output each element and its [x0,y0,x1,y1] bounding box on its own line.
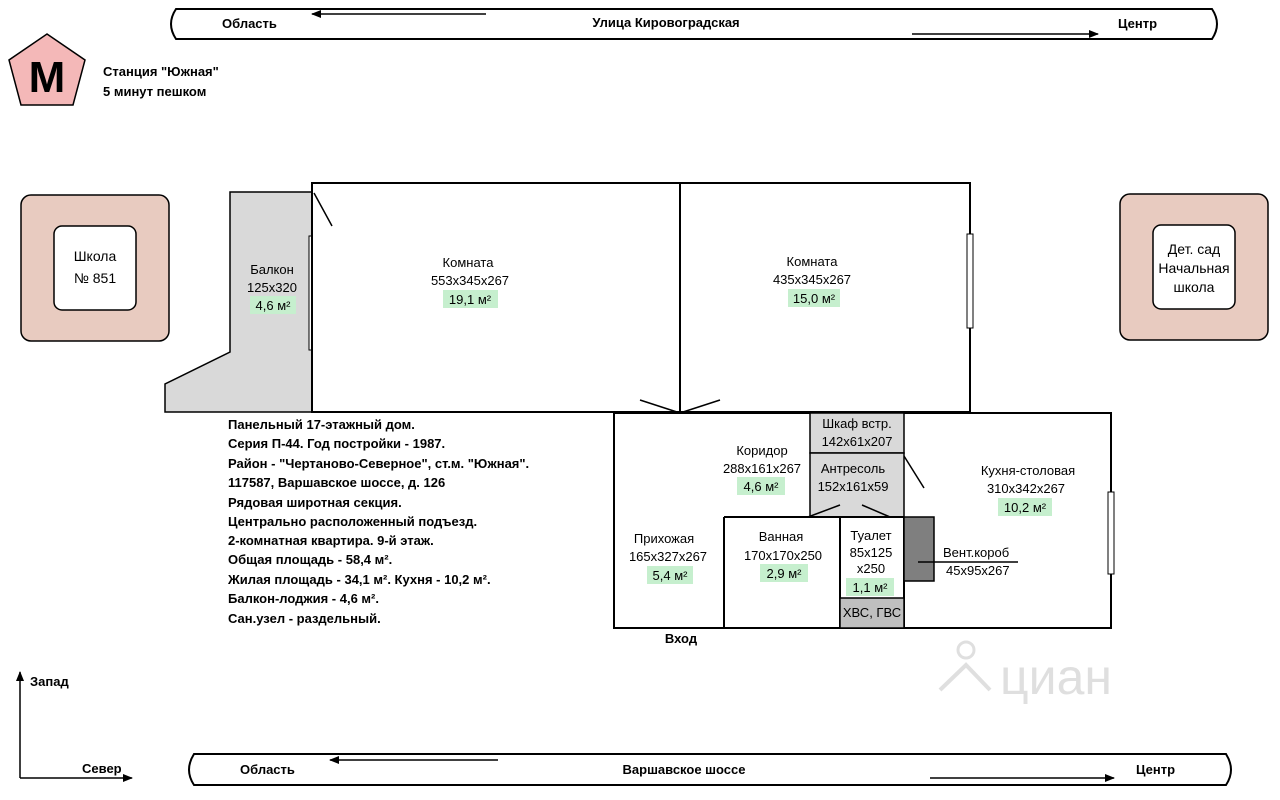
cian-watermark: циан [938,640,1112,705]
hall-name: Прихожая [634,531,694,546]
pipes-shaft [839,597,905,629]
hall-area: 5,4 м² [653,568,689,583]
bottom-road-name: Варшавское шоссе [623,762,746,777]
bath-dims: 170x170x250 [744,548,822,563]
corridor-dims: 288x161x267 [723,461,801,476]
balcony-area: 4,6 м² [256,298,292,313]
metro-station: Станция "Южная" [103,64,219,79]
kitchen-area: 10,2 м² [1004,500,1047,515]
mezzanine [809,452,905,518]
bath-area: 2,9 м² [767,566,803,581]
info-line: Жилая площадь - 34,1 м². Кухня - 10,2 м²… [227,572,491,587]
room-2-window [966,233,974,329]
area-highlight [998,498,1052,516]
mezzanine-dims: 152x161x59 [818,479,889,494]
top-road-name: Улица Кировоградская [592,15,739,30]
wardrobe [809,412,905,454]
metro-walk-time: 5 минут пешком [103,84,206,99]
info-line: Панельный 17-этажный дом. [228,417,415,432]
toilet-dims-1: 85x125 [850,545,893,560]
corridor-area: 4,6 м² [744,479,780,494]
area-highlight [760,564,808,582]
school-line2: № 851 [74,270,116,286]
wardrobe-name: Шкаф встр. [822,416,891,431]
kindergarten-line3: школа [1174,279,1215,295]
building-info: Панельный 17-этажный дом. Серия П-44. Го… [227,417,529,626]
room-2-dims: 435x345x267 [773,272,851,287]
info-line: 117587, Варшавское шоссе, д. 126 [228,475,445,490]
info-line: Сан.узел - раздельный. [228,611,381,626]
metro-letter: М [29,53,66,102]
school-landmark: Школа № 851 [20,194,170,342]
area-highlight [647,566,693,584]
vent-name: Вент.короб [943,545,1009,560]
top-road: Область Улица Кировоградская Центр [170,8,1218,40]
area-highlight [443,290,498,308]
balcony-dims: 125x320 [247,280,297,295]
toilet-name: Туалет [850,528,891,543]
watermark-text: циан [1000,649,1112,705]
vent-dims: 45x95x267 [946,563,1010,578]
area-highlight [250,296,296,314]
bath-name: Ванная [759,529,804,544]
kitchen-dims: 310x342x267 [987,481,1065,496]
info-line: Общая площадь - 58,4 м². [228,552,392,567]
info-line: Рядовая широтная секция. [228,495,402,510]
top-road-left-label: Область [222,16,277,31]
hall-dims: 165x327x267 [629,549,707,564]
school-line1: Школа [74,248,117,264]
mezzanine-name: Антресоль [821,461,885,476]
kindergarten-line1: Дет. сад [1168,241,1220,257]
toilet-area: 1,1 м² [853,580,889,595]
info-line: Район - "Чертаново-Северное", ст.м. "Южн… [228,456,529,471]
area-highlight [788,289,840,307]
kitchen-name: Кухня-столовая [981,463,1075,478]
bottom-road: Область Варшавское шоссе Центр [188,753,1232,786]
info-line: Центрально расположенный подъезд. [228,514,477,529]
info-line: Балкон-лоджия - 4,6 м². [228,591,379,606]
room-1-dims: 553x345x267 [431,273,509,288]
bottom-road-left-label: Область [240,762,295,777]
room-1-door-swing [313,192,333,227]
info-line: Серия П-44. Год постройки - 1987. [228,436,445,451]
area-highlight [737,477,785,495]
room-2-name: Комната [787,254,839,269]
metro-icon: М [8,33,86,106]
kindergarten-landmark: Дет. сад Начальная школа [1119,193,1269,341]
corridor-name: Коридор [736,443,787,458]
room-2-area: 15,0 м² [793,291,836,306]
wardrobe-dims: 142x61x207 [822,434,893,449]
toilet-dims-2: x250 [857,561,885,576]
top-road-right-label: Центр [1118,16,1157,31]
bottom-road-right-label: Центр [1136,762,1175,777]
room-1-area: 19,1 м² [449,292,492,307]
room-1-name: Комната [443,255,495,270]
compass-west: Запад [30,674,69,689]
area-highlight [846,578,894,596]
info-line: 2-комнатная квартира. 9-й этаж. [228,533,434,548]
vent-shaft [903,516,935,582]
pipes-label: ХВС, ГВС [843,605,901,620]
balcony-name: Балкон [250,262,294,277]
compass-north: Север [82,761,122,776]
compass: Запад Север [16,671,133,782]
kitchen-window [1107,491,1115,575]
entrance-label: Вход [665,631,698,646]
kindergarten-line2: Начальная [1158,260,1229,276]
